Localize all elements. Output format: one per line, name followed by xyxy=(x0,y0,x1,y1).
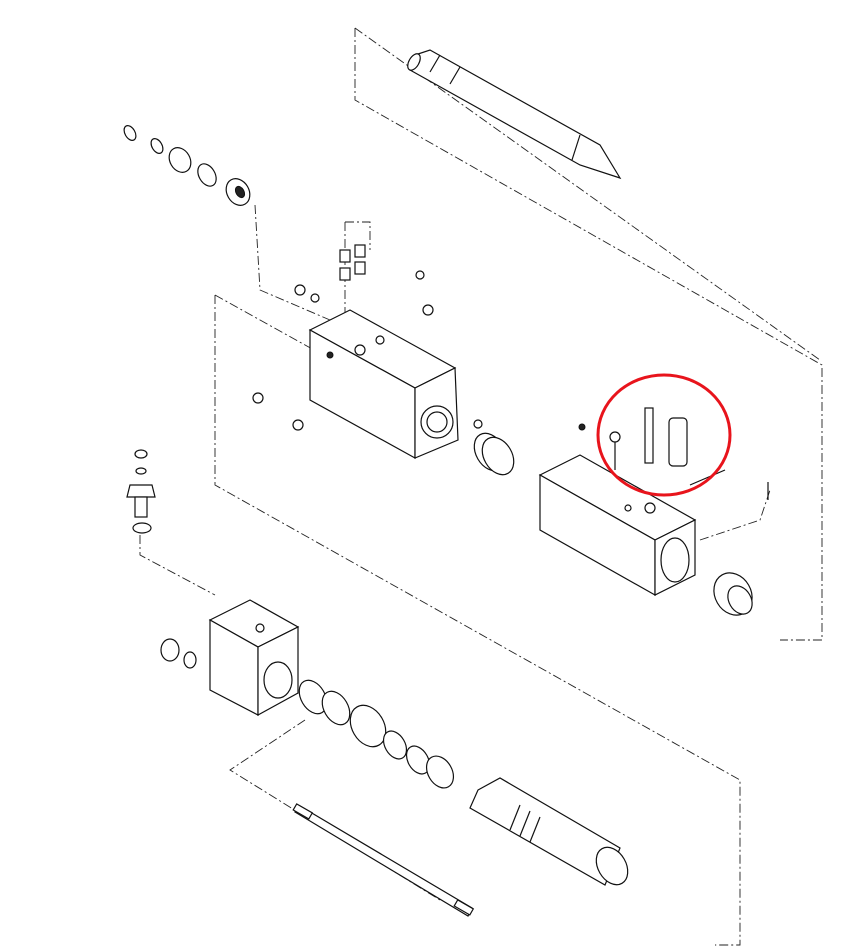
piston xyxy=(469,777,629,886)
highlighted-pins xyxy=(609,407,769,500)
right-housing-block xyxy=(538,423,753,616)
main-valve-block xyxy=(308,309,515,476)
valve-cartridge-upper xyxy=(123,125,251,206)
rod xyxy=(292,803,475,917)
lower-cylinder-block xyxy=(160,599,300,717)
highlight-circle xyxy=(596,373,732,497)
bolt-stack-left xyxy=(126,449,156,534)
fittings-main-block xyxy=(252,244,483,431)
chisel-tool xyxy=(407,49,622,180)
seal-set xyxy=(298,679,455,789)
